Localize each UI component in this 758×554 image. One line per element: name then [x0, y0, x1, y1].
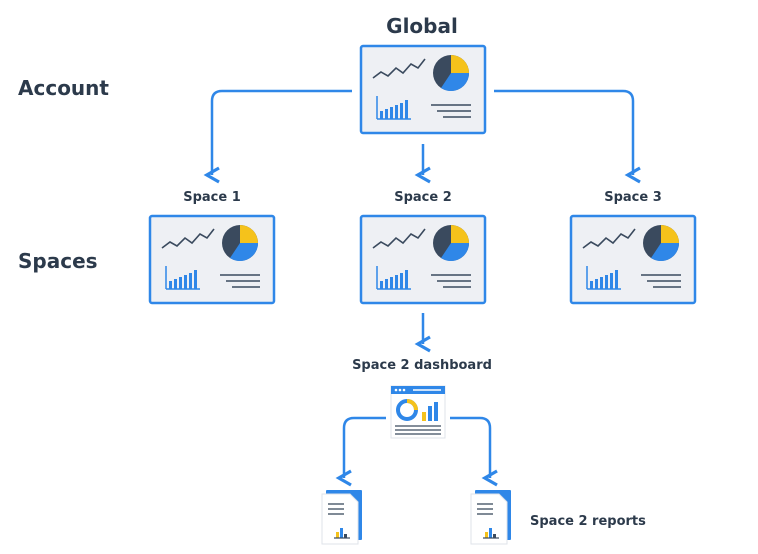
space-2-dashboard-label: Space 2 dashboard — [352, 358, 492, 373]
arrow-global-to-space-1 — [203, 89, 352, 184]
arrow-global-to-space-3 — [494, 89, 641, 184]
account-label: Account — [18, 76, 109, 100]
spaces-label: Spaces — [18, 249, 98, 273]
dashboard-window-icon — [390, 385, 446, 439]
arrow-dashboard-to-report-1 — [335, 416, 386, 487]
report-1-document-icon — [321, 489, 363, 545]
report-2-document-icon — [470, 489, 512, 545]
space-2-dashboard-card-icon — [359, 214, 487, 305]
global-dashboard-card-icon — [359, 44, 487, 135]
space-2-reports-label: Space 2 reports — [530, 514, 646, 529]
space-2-label: Space 2 — [394, 190, 452, 205]
space-3-label: Space 3 — [604, 190, 662, 205]
arrow-dashboard-to-report-2 — [450, 416, 498, 487]
global-label: Global — [386, 14, 458, 38]
space-1-dashboard-card-icon — [148, 214, 276, 305]
space-3-dashboard-card-icon — [569, 214, 697, 305]
space-1-label: Space 1 — [183, 190, 241, 205]
